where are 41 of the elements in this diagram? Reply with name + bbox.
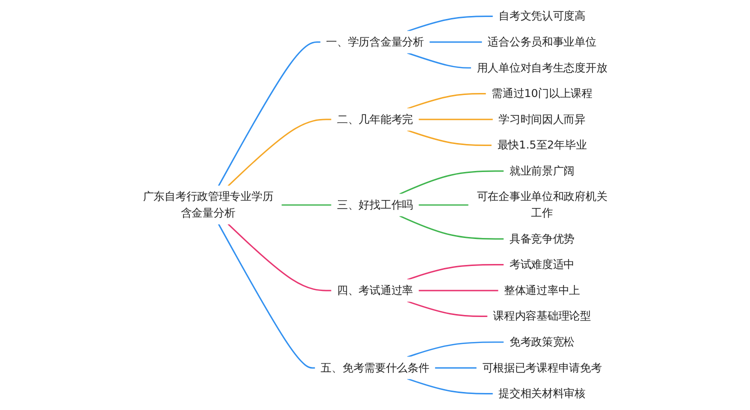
connector: [228, 224, 332, 292]
connector: [218, 224, 316, 369]
node-text: 用人单位对自考生态度开放: [476, 61, 608, 74]
connector: [407, 378, 494, 394]
node-text: 课程内容基础理论型: [493, 310, 591, 322]
connector: [418, 204, 469, 206]
connector: [418, 290, 499, 292]
connector: [407, 16, 494, 32]
node-text: 考试难度适中: [509, 258, 575, 271]
connector: [228, 118, 332, 186]
node-text: 一、学历含金量分析: [326, 35, 424, 48]
connector: [407, 52, 472, 69]
node-text: 三、好找工作吗: [336, 198, 414, 212]
connector: [399, 215, 504, 240]
connector: [407, 130, 492, 146]
node-text: 二、几年能考完: [336, 112, 414, 126]
connector: [434, 367, 477, 369]
connector: [281, 204, 332, 206]
node-text: 免考政策宽松: [509, 335, 575, 348]
node-text: 需通过10门以上课程: [492, 86, 592, 100]
node-text: 学习时间因人而异: [498, 112, 586, 126]
node-text: 整体通过率中上: [504, 284, 580, 297]
connector: [407, 93, 486, 110]
node-text: 五、免考需要什么条件: [320, 361, 430, 374]
node-text: 自考文凭认可度高: [498, 10, 586, 22]
node-text: 提交相关材料审核: [498, 386, 586, 400]
node-text: 适合公务员和事业单位: [488, 35, 596, 48]
node-text: 就业前景广阔: [509, 164, 575, 178]
node-text: 可根据已考课程申请免考: [482, 361, 602, 374]
connector: [407, 341, 504, 358]
connector: [218, 41, 321, 186]
connector: [399, 170, 504, 195]
connector: [429, 41, 482, 43]
node-text: 具备竞争优势: [509, 232, 575, 246]
connector: [418, 118, 494, 120]
connector: [407, 300, 488, 317]
node-text: 四、考试通过率: [336, 284, 414, 297]
connector: [407, 264, 504, 280]
node-text: 广东自考行政管理专业学历含金量分析: [142, 190, 274, 220]
node-text: 可在企事业单位和政府机关工作: [476, 190, 608, 220]
node-text: 最快1.5至2年毕业: [497, 138, 587, 152]
